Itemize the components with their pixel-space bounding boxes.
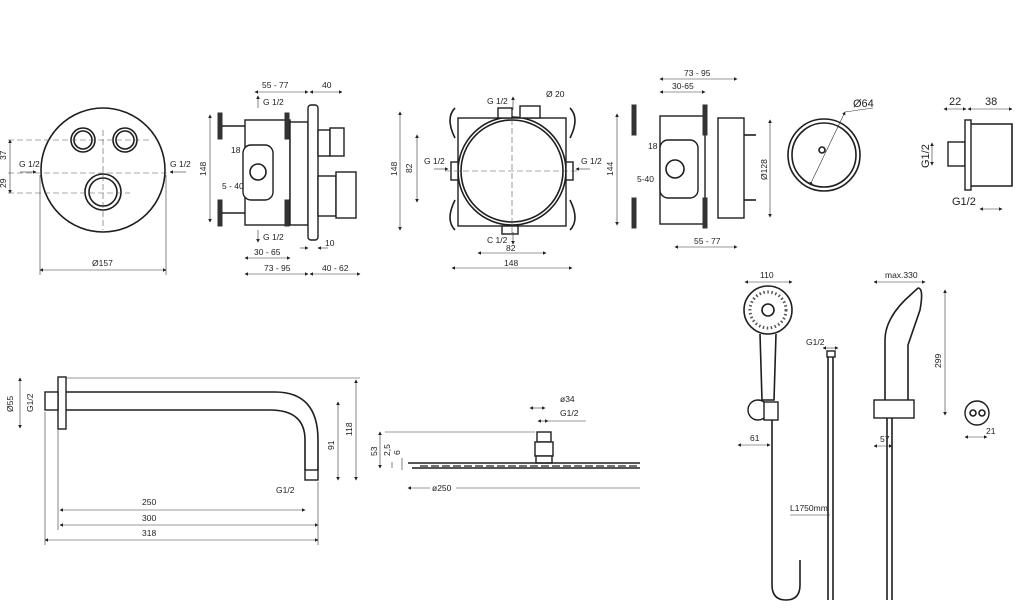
logo-icon [818, 146, 826, 154]
holder-fitting-icon [964, 400, 990, 426]
dim-118: 118 [344, 422, 354, 436]
inlet-right-label: G 1/2 [170, 159, 191, 169]
thread-end-label: G1/2 [276, 485, 295, 495]
dim-18: 18 [231, 145, 241, 155]
hose-thread-label: G1/2 [806, 337, 825, 347]
hose-length-label: L1750mm [790, 503, 828, 513]
dim-max330: max.330 [885, 270, 918, 280]
inlet-left-label: G 1/2 [19, 159, 40, 169]
thread-out-label: G1/2 [952, 196, 976, 208]
wall-outlet-front-view: Ø64 [787, 98, 874, 192]
inlet-left-label: G 1/2 [424, 156, 445, 166]
dim-diameter: Ø157 [92, 258, 113, 268]
dim-318: 318 [142, 528, 156, 538]
dim-10: 10 [325, 238, 335, 248]
hand-shower-view: 110 G1/2 61 L1750mm max.330 299 57 21 [737, 270, 996, 601]
mixer-front-view: 37 29 G 1/2 G 1/2 Ø157 [0, 107, 191, 275]
thread-wall-label: G1/2 [25, 393, 35, 412]
box-side-view: 73 - 95 30-65 18 144 5-40 55 - 77 Ø128 [605, 68, 772, 249]
dim-82-vertical: 82 [404, 163, 414, 173]
outlet-bottom-label: G 1/2 [263, 232, 284, 242]
dim-53: 53 [369, 446, 379, 456]
dim-5-40: 5 - 40 [222, 181, 244, 191]
dim-40-62: 40 - 62 [322, 263, 349, 273]
dim-110: 110 [760, 270, 774, 280]
dim-30-65: 30-65 [672, 81, 694, 91]
dim-55-77: 55 - 77 [262, 80, 289, 90]
dim-d20: Ø 20 [546, 89, 565, 99]
box-front-view: G 1/2 Ø 20 148 82 G 1/2 G 1/2 C 1/2 82 1… [389, 89, 602, 270]
dim-38: 38 [985, 96, 997, 108]
dim-300: 300 [142, 513, 156, 523]
wall-outlet-side-view: 22 38 G1/2 G1/2 [920, 96, 1013, 211]
outlet-top-label: G 1/2 [263, 97, 284, 107]
dim-148-horizontal: 148 [504, 258, 518, 268]
dim-d55: Ø55 [5, 396, 15, 412]
dim-37: 37 [0, 150, 8, 160]
dim-22: 22 [949, 96, 961, 108]
dim-6: 6 [392, 450, 402, 455]
dim-57: 57 [880, 434, 890, 444]
dim-148: 148 [198, 162, 208, 176]
dim-61: 61 [750, 433, 760, 443]
inlet-right-label: G 1/2 [581, 156, 602, 166]
dim-91: 91 [326, 440, 336, 450]
dim-148-vertical: 148 [389, 162, 399, 176]
dim-21: 21 [986, 426, 996, 436]
dim-250: 250 [142, 497, 156, 507]
dim-5-40: 5-40 [637, 174, 654, 184]
outlet-top-label: G 1/2 [487, 96, 508, 106]
thread-in-label: G1/2 [920, 144, 932, 168]
dim-73-95: 73 - 95 [264, 263, 291, 273]
shower-arm-view: Ø55 G1/2 118 91 G1/2 250 300 318 [5, 376, 360, 545]
dim-18: 18 [648, 141, 658, 151]
dim-73-95: 73 - 95 [684, 68, 711, 78]
dim-29: 29 [0, 178, 8, 188]
thread-label: G1/2 [560, 408, 579, 418]
dim-2-5: 2,5 [382, 444, 392, 456]
dim-55-77: 55 - 77 [694, 236, 721, 246]
shower-head-view: ø34 G1/2 53 2,5 6 ø250 [369, 394, 640, 493]
dim-d64: Ø64 [853, 98, 874, 110]
mixer-side-view: 55 - 77 40 G 1/2 18 148 5 - 40 G 1/2 30 … [198, 80, 361, 276]
dim-299: 299 [933, 354, 943, 368]
dim-82-horizontal: 82 [506, 243, 516, 253]
dim-40: 40 [322, 80, 332, 90]
dim-d128: Ø128 [759, 159, 769, 180]
dim-30-65: 30 - 65 [254, 247, 281, 257]
dim-d250: ø250 [432, 483, 452, 493]
outlet-bottom-label: C 1/2 [487, 235, 508, 245]
dim-d34: ø34 [560, 394, 575, 404]
dim-144: 144 [605, 162, 615, 176]
